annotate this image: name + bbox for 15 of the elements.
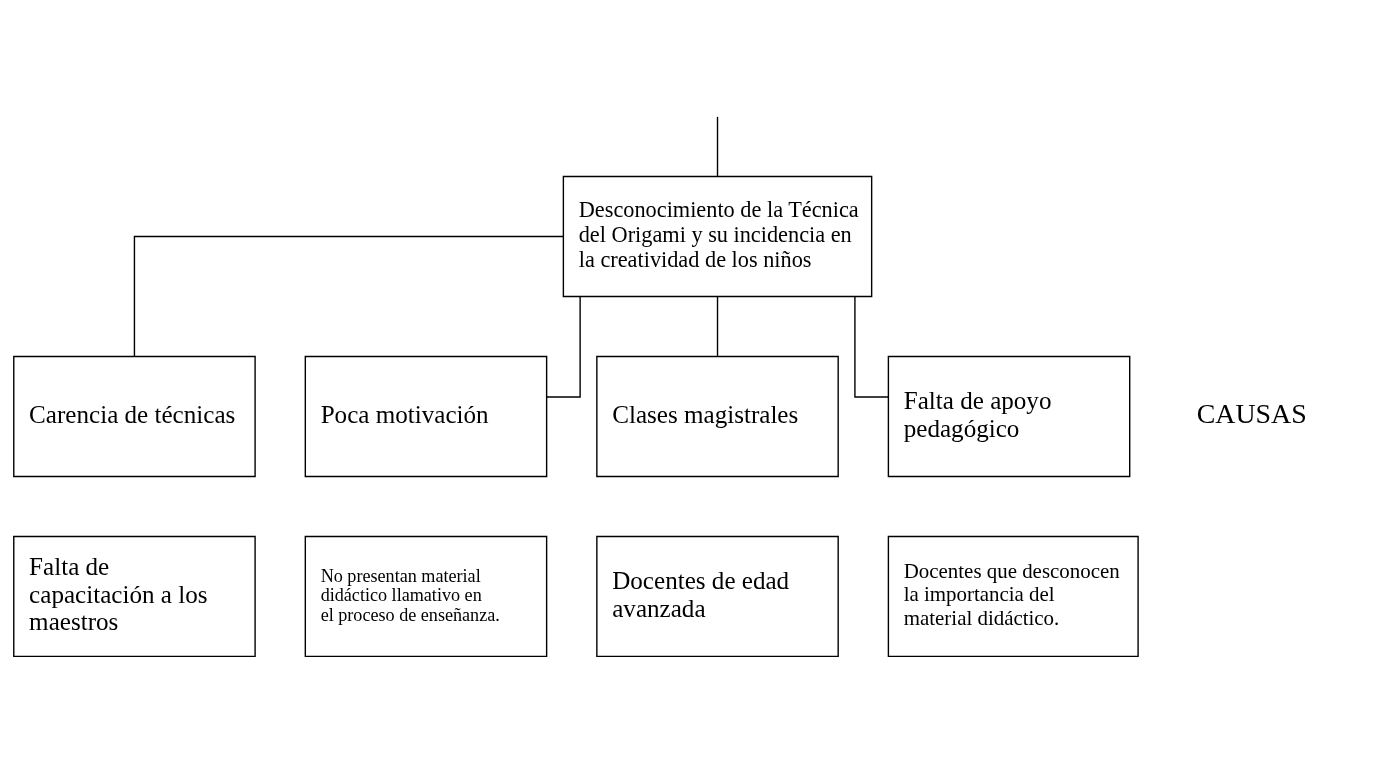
connector bbox=[716, 116, 719, 178]
node-box: No presentan material didáctico llamativo en el proceso de enseñanza. bbox=[304, 535, 548, 658]
label: CAUSAS bbox=[1196, 398, 1307, 430]
node-box: Desconocimiento de la Técnica del Origami y su incidencia en la creatividad de los niños bbox=[562, 175, 873, 298]
node-box: Falta de apoyo pedagógico bbox=[887, 355, 1131, 478]
connector bbox=[854, 296, 890, 398]
node-box: Falta de capacitación a los maestros bbox=[13, 535, 256, 658]
node-box: Docentes de edad avanzada bbox=[596, 535, 839, 658]
connector bbox=[716, 296, 719, 357]
node-box: Clases magistrales bbox=[596, 355, 839, 478]
connector bbox=[133, 235, 564, 357]
node-box: Docentes que desconocen la importancia del material didáctico. bbox=[887, 535, 1139, 658]
node-box: Carencia de técnicas bbox=[13, 355, 256, 478]
connector bbox=[545, 296, 581, 398]
node-box: Poca motivación bbox=[304, 355, 548, 478]
